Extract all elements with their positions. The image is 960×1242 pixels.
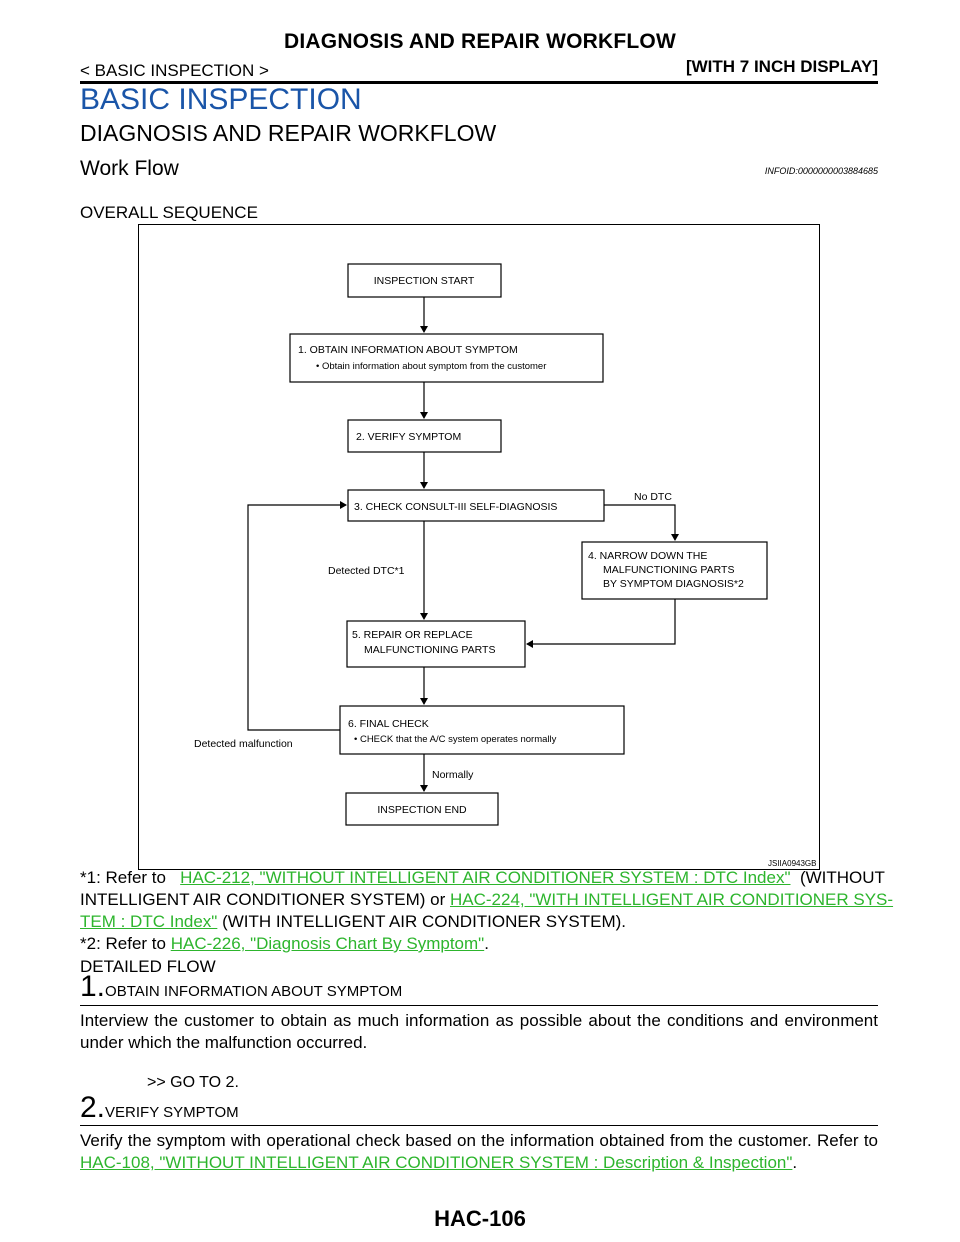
arrow-6-to-3-loop xyxy=(247,501,347,731)
step-2-number: 2. xyxy=(80,1091,106,1124)
page-header-title: DIAGNOSIS AND REPAIR WORKFLOW xyxy=(284,30,676,53)
step-1-number: 1. xyxy=(80,970,106,1003)
flow-step6-detail: • CHECK that the A/C system operates nor… xyxy=(354,734,557,745)
flow-step2-text: 2. VERIFY SYMPTOM xyxy=(356,431,461,443)
overall-sequence-heading: OVERALL SEQUENCE xyxy=(80,203,258,222)
step-2-text: Verify the symptom with operational chec… xyxy=(80,1131,878,1150)
flow-label-detected-dtc: Detected DTC*1 xyxy=(328,565,405,577)
header-variant-label: [WITH 7 INCH DISPLAY] xyxy=(685,57,878,76)
arrow-3-to-4 xyxy=(604,504,679,541)
note-1-prefix: *1: Refer to xyxy=(80,868,166,887)
header-section-label: < BASIC INSPECTION > xyxy=(80,61,269,80)
flow-step4-line1: 4. NARROW DOWN THE xyxy=(588,550,707,562)
flow-label-detected-malfunction: Detected malfunction xyxy=(194,738,293,750)
note-1-text: (WITHOUT xyxy=(799,868,885,887)
flow-step6-title: 6. FINAL CHECK xyxy=(348,718,429,730)
subsection-heading: DIAGNOSIS AND REPAIR WORKFLOW xyxy=(80,120,497,146)
note-2: *2: Refer to HAC-226, "Diagnosis Chart B… xyxy=(80,933,880,955)
flow-step4-line3: BY SYMPTOM DIAGNOSIS*2 xyxy=(603,578,744,590)
note-1-suffix: (WITH INTELLIGENT AIR CONDITIONER SYSTEM… xyxy=(222,912,627,931)
link-hac-226[interactable]: HAC-226, "Diagnosis Chart By Symptom" xyxy=(170,934,485,953)
flow-end-text: INSPECTION END xyxy=(377,804,467,816)
link-hac-224[interactable]: HAC-224, "WITH INTELLIGENT AIR CONDITION… xyxy=(449,890,894,909)
flow-box-step1 xyxy=(289,333,604,383)
flow-box-step5 xyxy=(346,620,526,668)
note-1-line-2: INTELLIGENT AIR CONDITIONER SYSTEM) or H… xyxy=(80,889,893,911)
step-1-rule xyxy=(80,1005,878,1006)
step-2-title: VERIFY SYMPTOM xyxy=(105,1104,239,1121)
flow-box-step6 xyxy=(339,705,625,755)
note-2-prefix: *2: Refer to xyxy=(80,934,166,953)
page-number: HAC-106 xyxy=(434,1206,526,1231)
flow-box-end xyxy=(345,792,499,826)
flowchart-frame xyxy=(138,224,820,870)
note-1-text-2: INTELLIGENT AIR CONDITIONER SYSTEM) or xyxy=(80,890,446,909)
step-2-paragraph: Verify the symptom with operational chec… xyxy=(80,1130,878,1174)
figure-id: JSIIA0943GB xyxy=(768,859,817,868)
flow-step1-detail: • Obtain information about symptom from … xyxy=(316,361,546,372)
header-rule xyxy=(80,81,878,84)
flow-step4-line2: MALFUNCTIONING PARTS xyxy=(603,564,734,576)
step-1-goto: >> GO TO 2. xyxy=(147,1074,239,1091)
section-heading: BASIC INSPECTION xyxy=(80,83,362,116)
step-2-suffix: . xyxy=(792,1153,798,1172)
step-2-heading: 2.VERIFY SYMPTOM xyxy=(80,1091,239,1125)
note-1-line-3: TEM : DTC Index" (WITH INTELLIGENT AIR C… xyxy=(80,911,880,933)
flow-label-no-dtc: No DTC xyxy=(634,491,672,503)
detailed-flow-heading: DETAILED FLOW xyxy=(80,957,216,976)
flow-step3-text: 3. CHECK CONSULT-III SELF-DIAGNOSIS xyxy=(354,501,557,513)
info-id: INFOID:0000000003884685 xyxy=(764,166,878,176)
flowchart-diagram: INSPECTION START 1. OBTAIN INFORMATION A… xyxy=(194,263,768,826)
link-hac-224-cont[interactable]: TEM : DTC Index" xyxy=(80,912,218,931)
flow-step5-line2: MALFUNCTIONING PARTS xyxy=(364,644,495,656)
note-2-suffix: . xyxy=(484,934,489,953)
flow-step5-line1: 5. REPAIR OR REPLACE xyxy=(352,629,473,641)
step-1-heading: 1.OBTAIN INFORMATION ABOUT SYMPTOM xyxy=(80,970,402,1004)
flow-step1-title: 1. OBTAIN INFORMATION ABOUT SYMPTOM xyxy=(298,344,518,356)
link-hac-212[interactable]: HAC-212, "WITHOUT INTELLIGENT AIR CONDIT… xyxy=(180,868,791,887)
step-1-text: Interview the customer to obtain as much… xyxy=(80,1011,878,1052)
topic-heading: Work Flow xyxy=(80,157,179,180)
flow-label-normally: Normally xyxy=(432,769,474,781)
note-1-line-1: *1: Refer to HAC-212, "WITHOUT INTELLIGE… xyxy=(80,867,885,889)
link-hac-108[interactable]: HAC-108, "WITHOUT INTELLIGENT AIR CONDIT… xyxy=(80,1153,793,1172)
arrow-4-to-5 xyxy=(526,599,676,648)
step-1-title: OBTAIN INFORMATION ABOUT SYMPTOM xyxy=(105,983,403,1000)
step-2-rule xyxy=(80,1125,878,1126)
flow-start-text: INSPECTION START xyxy=(374,275,475,287)
